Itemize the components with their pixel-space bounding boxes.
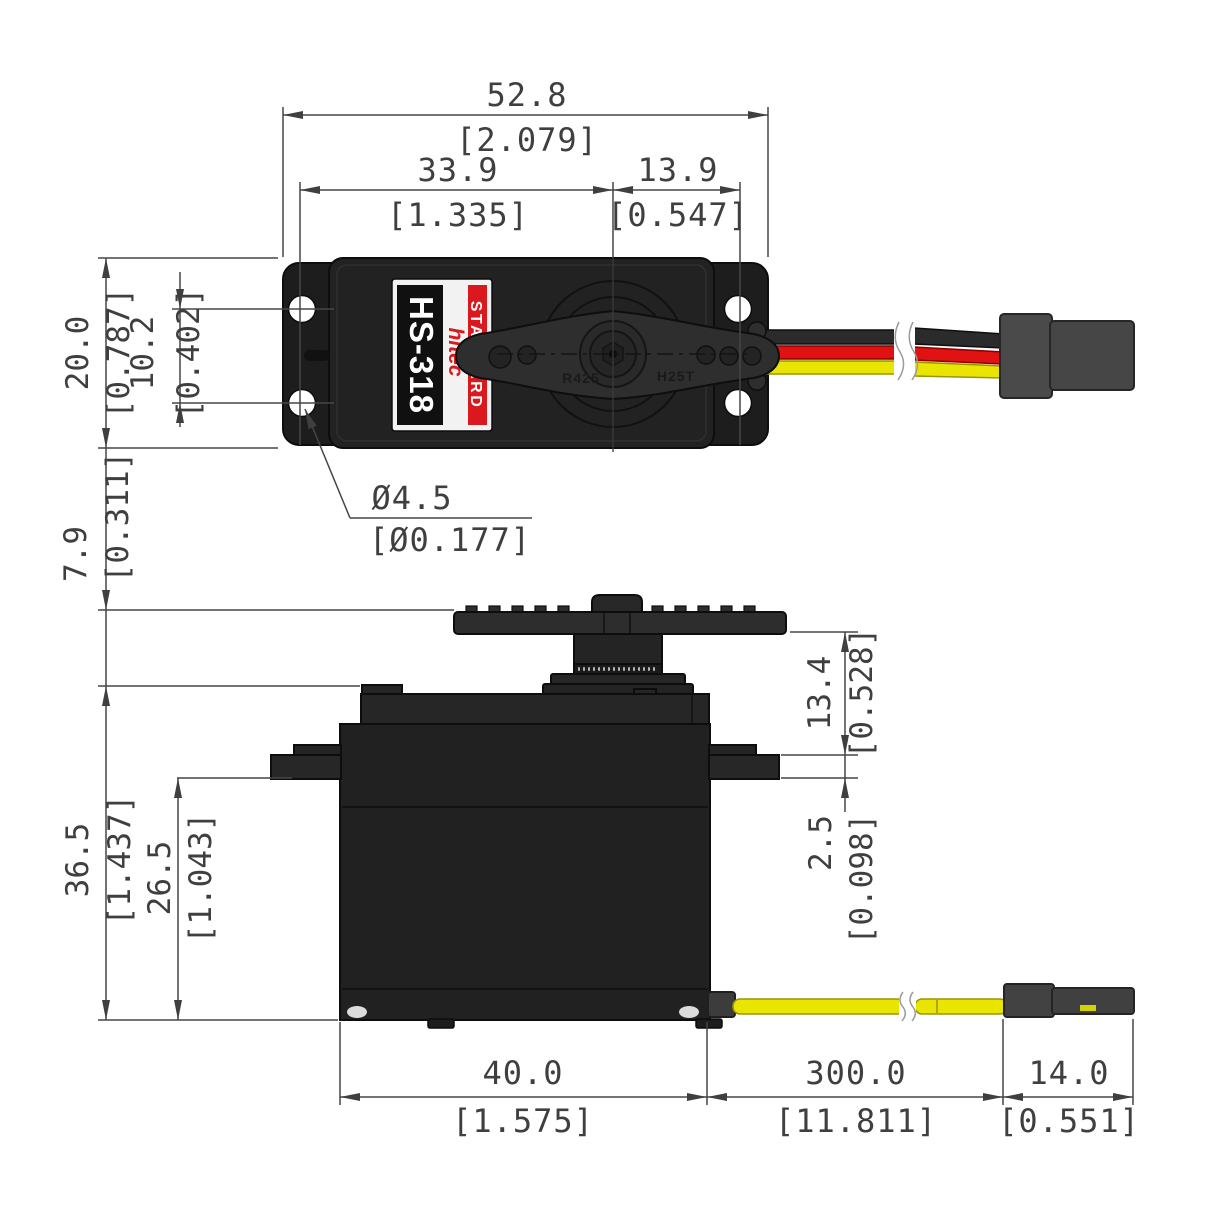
flange-left (270, 754, 342, 780)
main-case (339, 723, 711, 1021)
horn-marking-left: R425 (562, 370, 599, 386)
dim-hole-diameter-in: [Ø0.177] (369, 521, 531, 559)
servo-wires-top (763, 320, 1004, 382)
cable-break-symbol (894, 320, 915, 382)
cable-yellow (914, 998, 1008, 1015)
case-foot (347, 1006, 367, 1018)
dim-flange-to-bottom-mm: 26.5 (142, 841, 178, 916)
upper-case (360, 693, 710, 726)
dim-connector-length-in: [0.551] (998, 1102, 1140, 1140)
horn-hole (488, 345, 512, 369)
dim-body-width-mm: 20.0 (60, 316, 96, 391)
horn-hole (742, 346, 762, 366)
output-shaft-side (542, 633, 694, 696)
dim-body-length-mm: 40.0 (482, 1054, 563, 1092)
tab-slot (304, 350, 330, 361)
dim-shaft-top-height-mm: 13.4 (802, 656, 838, 731)
dim-hole-to-shaft-in: [1.335] (387, 196, 529, 234)
mounting-hole (723, 294, 753, 324)
servo-cable-side (707, 983, 1135, 1022)
shaft-drum (573, 633, 663, 667)
dim-body-width-in: [0.787] (101, 288, 137, 419)
dimension-labels: 52.8 [2.079] 33.9 [1.335] 13.9 [0.547] 2… (58, 76, 1140, 1140)
cable-exit-block (707, 991, 736, 1018)
horn-teeth (465, 605, 756, 615)
cable-break-symbol (899, 992, 916, 1021)
servo-horn-side (453, 594, 787, 635)
dim-hole-to-shaft-mm: 33.9 (417, 151, 498, 189)
wire-yellow (763, 360, 899, 375)
horn-hole (696, 345, 716, 365)
dim-overall-width-mm: 52.8 (486, 76, 567, 114)
wire-black (913, 327, 1004, 349)
dim-body-length-in: [1.575] (452, 1102, 594, 1140)
servo-body-side (270, 684, 780, 1029)
dim-horn-height-in: [0.311] (100, 452, 136, 583)
horn-center-knob (591, 594, 643, 614)
dimension-lines (98, 107, 1134, 1105)
side-view (270, 594, 1135, 1029)
flange-right (708, 754, 780, 780)
wire-black (763, 329, 899, 345)
connector-side (1003, 983, 1135, 1018)
horn-hole (719, 346, 739, 366)
dim-hole-spacing-mm: 10.2 (125, 316, 161, 391)
dim-flange-thickness-mm: 2.5 (803, 815, 839, 871)
label-model-text: HS-318 (403, 296, 440, 414)
cable-yellow (732, 998, 906, 1015)
dim-hole-spacing-in: [0.402] (171, 288, 207, 419)
dim-horn-height-mm: 7.9 (58, 526, 94, 582)
dim-connector-length-mm: 14.0 (1028, 1054, 1109, 1092)
mounting-hole (723, 388, 753, 418)
dim-flange-to-bottom-in: [1.043] (183, 813, 219, 944)
horn-hole (517, 345, 537, 365)
dim-cable-length-in: [11.811] (775, 1102, 937, 1140)
dim-shaft-to-hole-in: [0.547] (607, 196, 749, 234)
horn-marking-right: H25T (657, 368, 695, 384)
top-view: HS-318 hitec STANDARD (282, 257, 1135, 452)
label-black-panel (397, 285, 443, 425)
wire-red (763, 345, 899, 360)
dim-cable-length-mm: 300.0 (805, 1054, 906, 1092)
dim-overall-width-in: [2.079] (456, 121, 598, 159)
case-foot (679, 1006, 699, 1018)
dim-flange-thickness-in: [0.098] (844, 814, 880, 945)
servo-horn-top: R425 H25T (454, 309, 781, 401)
dim-overall-height-in: [1.437] (102, 795, 138, 926)
wire-red (913, 346, 1004, 365)
dim-shaft-to-hole-mm: 13.9 (637, 151, 718, 189)
dim-overall-height-mm: 36.5 (60, 823, 96, 898)
dim-hole-diameter-mm: Ø4.5 (371, 479, 452, 517)
dim-shaft-top-height-in: [0.528] (844, 628, 880, 759)
horn-bar (453, 611, 787, 635)
wire-yellow (913, 361, 1004, 379)
connector-top (999, 313, 1135, 399)
product-label: HS-318 hitec STANDARD (391, 278, 493, 432)
